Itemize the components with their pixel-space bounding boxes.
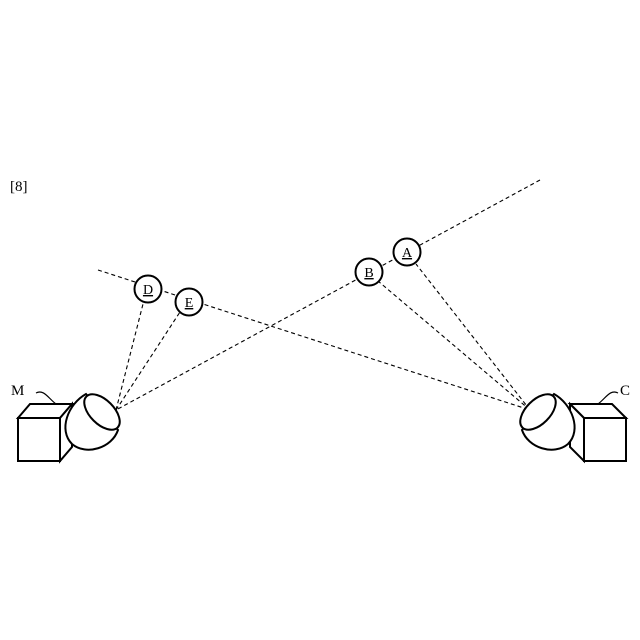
device-c-leader [598, 392, 618, 404]
line-c-to-a [416, 264, 530, 410]
line-m-to-e [116, 312, 180, 410]
node-d-label: D [143, 283, 153, 298]
node-e: E [176, 289, 203, 316]
camera-icon [514, 388, 626, 461]
node-a-label: A [402, 246, 413, 261]
line-c-to-b [378, 281, 530, 410]
sight-lines [98, 180, 540, 410]
line-m-to-d [116, 304, 143, 410]
device-c: C [514, 383, 630, 461]
node-b: B [356, 259, 383, 286]
camera-icon [18, 388, 126, 461]
node-d: D [135, 276, 162, 303]
device-c-label: C [620, 383, 630, 399]
node-e-label: E [185, 296, 194, 311]
device-m-label: M [11, 383, 24, 399]
device-m: M [11, 383, 126, 461]
line-upper-left-to-c [98, 270, 530, 410]
node-b-label: B [364, 266, 373, 281]
node-a: A [394, 239, 421, 266]
figure-number: [8] [10, 179, 28, 195]
device-m-leader [36, 392, 56, 404]
